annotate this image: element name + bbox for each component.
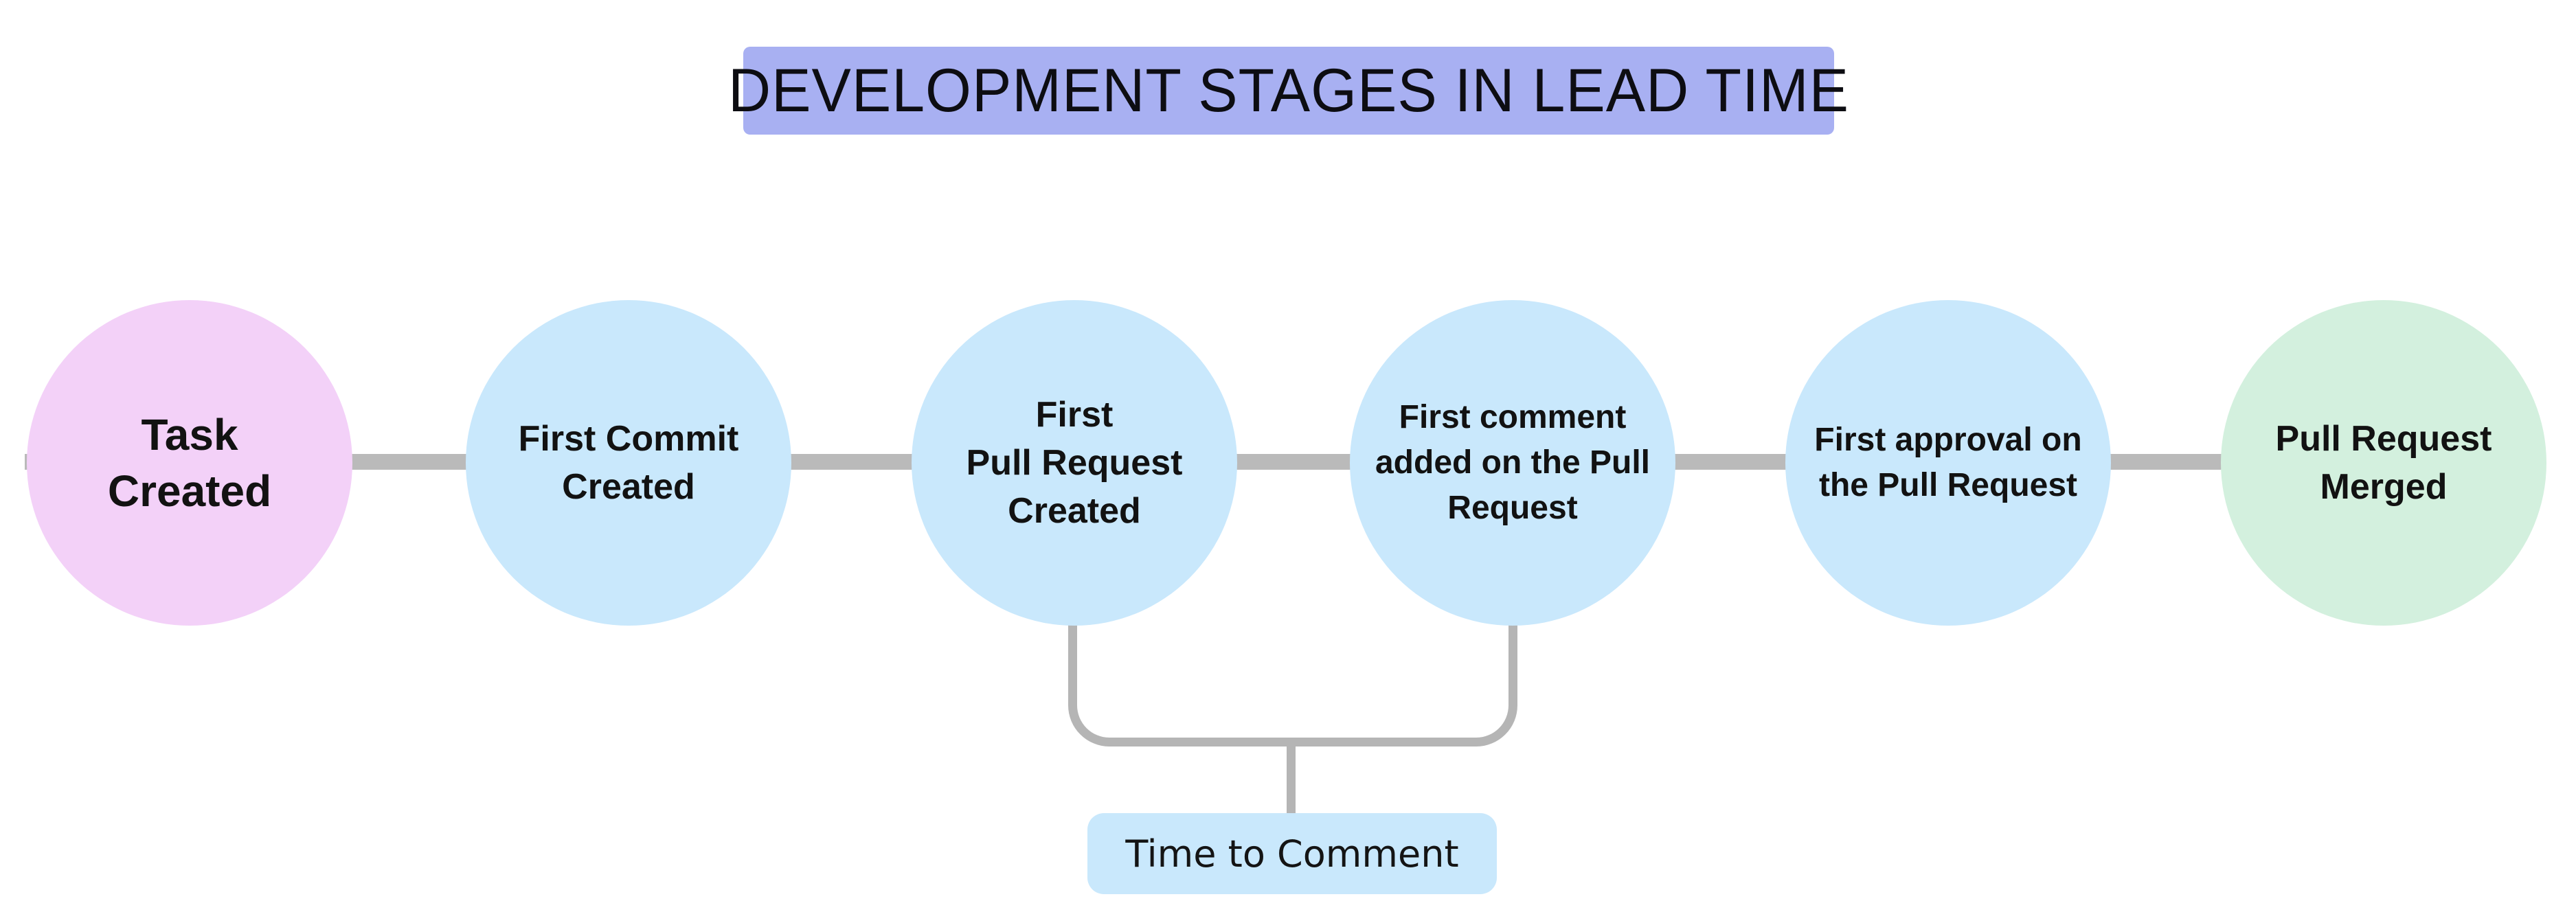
stage-label: Pull Request Merged bbox=[2275, 419, 2492, 507]
stage-label: First approval on the Pull Request bbox=[1814, 422, 2082, 503]
stage-circle-task-created: Task Created bbox=[27, 300, 352, 626]
bracket-stem bbox=[1287, 740, 1296, 817]
annotation-text: Time to Comment bbox=[1125, 832, 1459, 876]
stage-label: Task Created bbox=[107, 410, 272, 516]
title-banner: DEVELOPMENT STAGES IN LEAD TIME bbox=[728, 47, 1849, 135]
page-title: DEVELOPMENT STAGES IN LEAD TIME bbox=[728, 56, 1849, 125]
stage-label: First Pull Request Created bbox=[966, 395, 1183, 531]
time-to-comment-label: Time to Comment bbox=[1087, 813, 1497, 894]
stage-circle-first-comment-added: First comment added on the Pull Request bbox=[1350, 300, 1675, 626]
stage-label: First Commit Created bbox=[518, 419, 739, 507]
stage-circle-pull-request-merged: Pull Request Merged bbox=[2221, 300, 2546, 626]
stage-circle-first-approval: First approval on the Pull Request bbox=[1785, 300, 2111, 626]
stage-circle-first-commit-created: First Commit Created bbox=[466, 300, 791, 626]
stage-circle-first-pull-request-created: First Pull Request Created bbox=[912, 300, 1237, 626]
stage-label: First comment added on the Pull Request bbox=[1375, 399, 1650, 526]
time-span-bracket bbox=[1068, 620, 1517, 747]
